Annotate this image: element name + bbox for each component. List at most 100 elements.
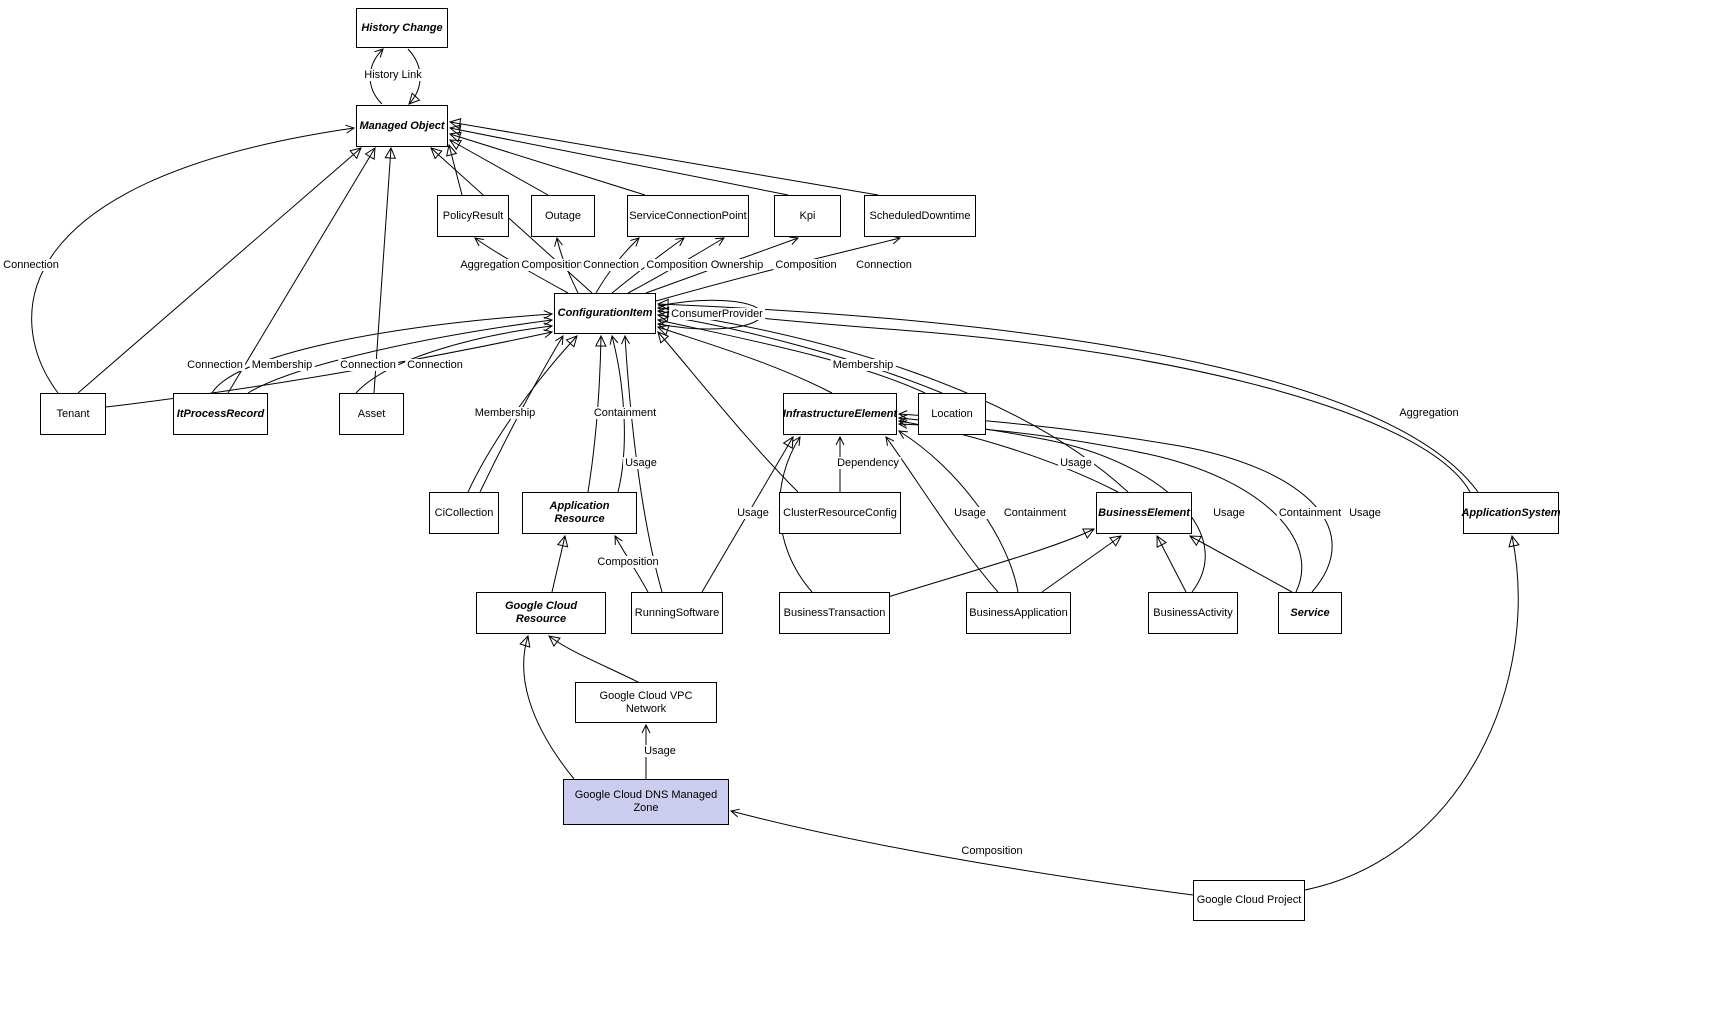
edge-label-membership-loc-ci: Membership (830, 359, 896, 371)
edge-generalization-location-ci (656, 310, 943, 394)
node-google-cloud-project-label: Google Cloud Project (1196, 894, 1302, 907)
edge-generalization-businesstransaction-businesselement (887, 528, 1096, 598)
node-service-connection-point[interactable]: ServiceConnectionPoint (627, 195, 749, 237)
edge-generalization-kpi-mo (448, 124, 789, 196)
edge-label-usage-rs-ci: Usage (623, 457, 659, 469)
node-tenant-label: Tenant (56, 407, 90, 420)
node-policy-result-label: PolicyResult (442, 209, 504, 222)
edge-label-history-link: History Link (362, 69, 424, 81)
node-location[interactable]: Location (918, 393, 986, 435)
edge-connection-tenant-mo (31, 124, 356, 394)
edge-label-usage-bact-infra: Usage (1211, 507, 1247, 519)
node-configuration-item[interactable]: ConfigurationItem (554, 293, 656, 334)
edge-generalization-businesselement-ci (656, 306, 1129, 493)
edge-label-usage-svc-infra: Usage (1347, 507, 1383, 519)
node-google-cloud-dns-managed-zone-label: Google Cloud DNS Managed Zone (574, 789, 718, 814)
edge-generalization-scheduleddowntime-mo (448, 118, 879, 196)
edge-usage-businessapplication-infraelement (885, 436, 999, 593)
node-service-label: Service (1290, 606, 1330, 619)
edge-generalization-gcresource-appresource (551, 534, 569, 593)
node-cluster-resource-config[interactable]: ClusterResourceConfig (779, 492, 901, 534)
node-business-transaction-label: BusinessTransaction (783, 606, 886, 619)
edge-label-connection-asset-ci: Connection (338, 359, 398, 371)
node-running-software[interactable]: RunningSoftware (631, 592, 723, 634)
edge-label-aggregation-ci-policyresult: Aggregation (458, 259, 522, 271)
edge-label-membership-cicoll-ci: Membership (472, 407, 538, 419)
node-configuration-item-label: ConfigurationItem (557, 307, 653, 320)
edge-label-containment-bapp-infra: Containment (1001, 507, 1069, 519)
edge-generalization-gcproject-applicationsystem (1304, 534, 1520, 891)
node-kpi-label: Kpi (799, 209, 816, 222)
edge-label-dependency-crc-infra: Dependency (835, 457, 901, 469)
node-ci-collection[interactable]: CiCollection (429, 492, 499, 534)
edge-label-composition-ci-scp: Composition (644, 259, 710, 271)
node-asset-label: Asset (357, 407, 386, 420)
edge-label-composition-gcp-dns: Composition (959, 845, 1025, 857)
edge-membership-location-ci (656, 317, 926, 394)
node-business-activity-label: BusinessActivity (1153, 606, 1233, 619)
node-business-application[interactable]: BusinessApplication (966, 592, 1071, 634)
edge-label-composition-ci-outage: Composition (519, 259, 585, 271)
node-it-process-record-label: ItProcessRecord (176, 407, 265, 420)
node-business-element[interactable]: BusinessElement (1096, 492, 1192, 534)
node-google-cloud-project[interactable]: Google Cloud Project (1193, 880, 1305, 921)
edge-generalization-businessactivity-businesselement (1156, 535, 1187, 593)
node-history-change-label: History Change (361, 21, 443, 34)
edge-label-composition-ci-kpi: Composition (773, 259, 839, 271)
edge-label-usage-be-infra: Usage (1058, 457, 1094, 469)
node-application-system[interactable]: ApplicationSystem (1461, 492, 1561, 534)
node-managed-object[interactable]: Managed Object (356, 105, 448, 147)
edge-generalization-outage-mo (449, 139, 549, 196)
edge-label-usage-bt-infra: Usage (735, 507, 771, 519)
edge-label-connection-ci-sd: Connection (854, 259, 914, 271)
edge-generalization-gcvpcnetwork-gcresource (548, 635, 639, 683)
node-scheduled-downtime[interactable]: ScheduledDowntime (864, 195, 976, 237)
edge-label-membership-itpr-ci: Membership (249, 359, 315, 371)
edge-label-containment-appres-ci: Containment (591, 407, 659, 419)
edge-generalization-asset-mo (373, 146, 397, 394)
edge-generalization-clusterresourceconfig-ci (657, 331, 799, 493)
edge-composition-gcproject-gcdnszone (729, 808, 1194, 896)
node-it-process-record[interactable]: ItProcessRecord (173, 393, 268, 435)
edge-label-composition-rs-appres: Composition (595, 556, 661, 568)
node-google-cloud-resource-label: Google Cloud Resource (504, 600, 578, 625)
node-outage-label: Outage (544, 209, 582, 222)
edge-label-containment-svc-infra: Containment (1276, 507, 1344, 519)
node-service[interactable]: Service (1278, 592, 1342, 634)
node-policy-result[interactable]: PolicyResult (437, 195, 509, 237)
edge-generalization-gcdnszone-gcresource (519, 634, 575, 780)
node-asset[interactable]: Asset (339, 393, 404, 435)
node-outage[interactable]: Outage (531, 195, 595, 237)
edge-label-connection-tenant-ci: Connection (405, 359, 465, 371)
node-history-change[interactable]: History Change (356, 8, 448, 48)
node-application-resource-label: Application Resource (549, 500, 610, 525)
edge-connection-itprocessrecord-ci (211, 310, 554, 394)
node-business-transaction[interactable]: BusinessTransaction (779, 592, 890, 634)
node-managed-object-label: Managed Object (359, 119, 445, 132)
node-service-connection-point-label: ServiceConnectionPoint (629, 209, 747, 222)
node-location-label: Location (931, 407, 973, 420)
node-application-resource[interactable]: Application Resource (522, 492, 637, 534)
edge-generalization-service-businesselement (1189, 535, 1293, 593)
node-infrastructure-element[interactable]: InfrastructureElement (783, 393, 897, 435)
edge-label-consumer-provider: ConsumerProvider (669, 308, 765, 320)
node-kpi[interactable]: Kpi (774, 195, 841, 237)
node-google-cloud-vpc-network[interactable]: Google Cloud VPC Network (575, 682, 717, 723)
node-business-application-label: BusinessApplication (969, 606, 1068, 619)
edge-label-usage-dns-vpc: Usage (642, 745, 678, 757)
edge-label-aggregation-appsys-ci: Aggregation (1397, 407, 1461, 419)
edge-label-connection-tenant-mo: Connection (1, 259, 61, 271)
node-google-cloud-dns-managed-zone[interactable]: Google Cloud DNS Managed Zone (563, 779, 729, 825)
node-application-system-label: ApplicationSystem (1461, 506, 1561, 519)
node-tenant[interactable]: Tenant (40, 393, 106, 435)
edge-generalization-infraelement-ci (656, 324, 833, 394)
edge-generalization-businessapplication-businesselement (1041, 535, 1122, 593)
edge-containment-businessapplication-infraelement (898, 430, 1019, 593)
node-business-element-label: BusinessElement (1098, 506, 1190, 519)
node-business-activity[interactable]: BusinessActivity (1148, 592, 1238, 634)
node-infrastructure-element-label: InfrastructureElement (782, 407, 898, 420)
edge-connection-asset-ci (355, 322, 554, 394)
node-google-cloud-resource[interactable]: Google Cloud Resource (476, 592, 606, 634)
edge-label-connection-ci-scp: Connection (581, 259, 641, 271)
